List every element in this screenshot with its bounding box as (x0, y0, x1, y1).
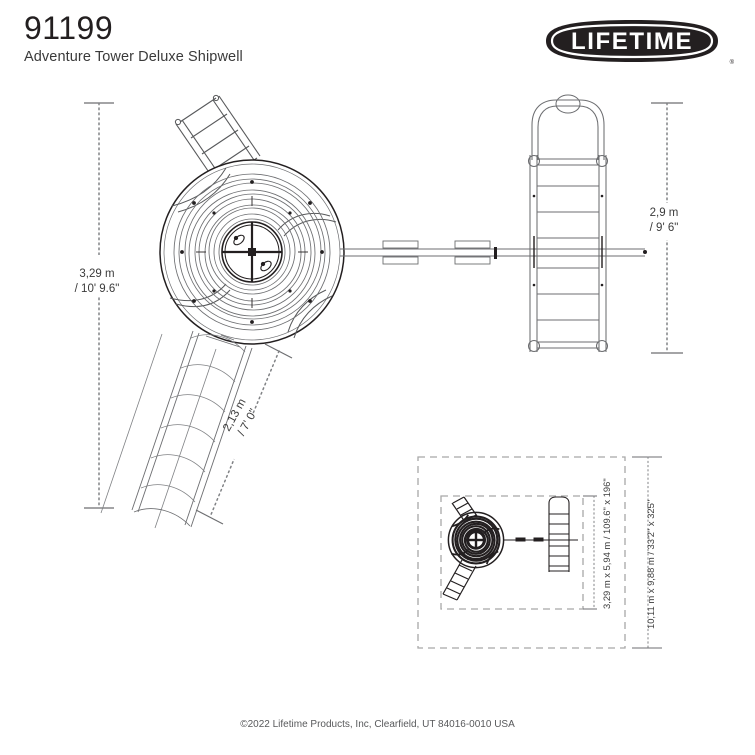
safety-zone-rect (417, 456, 626, 649)
product-name: Adventure Tower Deluxe Shipwell (24, 48, 243, 65)
inset-slide (442, 559, 477, 601)
inset-ladder (451, 496, 478, 523)
inset-monkey-bars (548, 496, 570, 572)
horizontal-beam (340, 240, 647, 265)
dimension-metric-value: 3,29 m (79, 268, 115, 280)
dimension-label-overall-width: 3,29 m / 10' 9.6" (58, 267, 136, 298)
ladder-top-view (174, 94, 261, 185)
copyright-notice: ©2022 Lifetime Products, Inc, Clearfield… (240, 719, 515, 730)
inset-beam (504, 537, 578, 542)
inset-play-tower (447, 511, 505, 569)
unit-footprint-rect (440, 495, 584, 610)
monkey-bar-ladder-top-view (527, 94, 609, 353)
dimension-label-tower-depth: 2,9 m / 9' 6" (633, 206, 695, 237)
dimension-imperial-value: / 9' 6" (649, 222, 679, 235)
footprint-inset (417, 456, 662, 649)
play-tower-top-view (159, 94, 345, 345)
figure-icon (233, 234, 272, 272)
page-title: 91199 (24, 10, 114, 46)
dimension-label-slide-length: 2,13 m / 7' 0" (211, 379, 273, 458)
safety-zone-label: 10,11 m x 9,88 m / 33'2" x 325" (645, 499, 656, 629)
hub-crosshair (222, 222, 282, 282)
dimension-metric-value: 2,9 m (649, 207, 679, 219)
svg-text:LIFETIME: LIFETIME (571, 28, 693, 55)
lifetime-logo: LIFETIME ® (536, 17, 734, 66)
unit-footprint-label: 3,29 m x 5,94 m / 109.6" x 196" (601, 478, 612, 609)
registered-mark: ® (729, 60, 734, 66)
dimension-imperial-value: / 10' 9.6" (74, 283, 120, 296)
dimension-left-overall-width (75, 102, 114, 509)
header-block: 91199 Adventure Tower Deluxe Shipwell (24, 10, 484, 65)
